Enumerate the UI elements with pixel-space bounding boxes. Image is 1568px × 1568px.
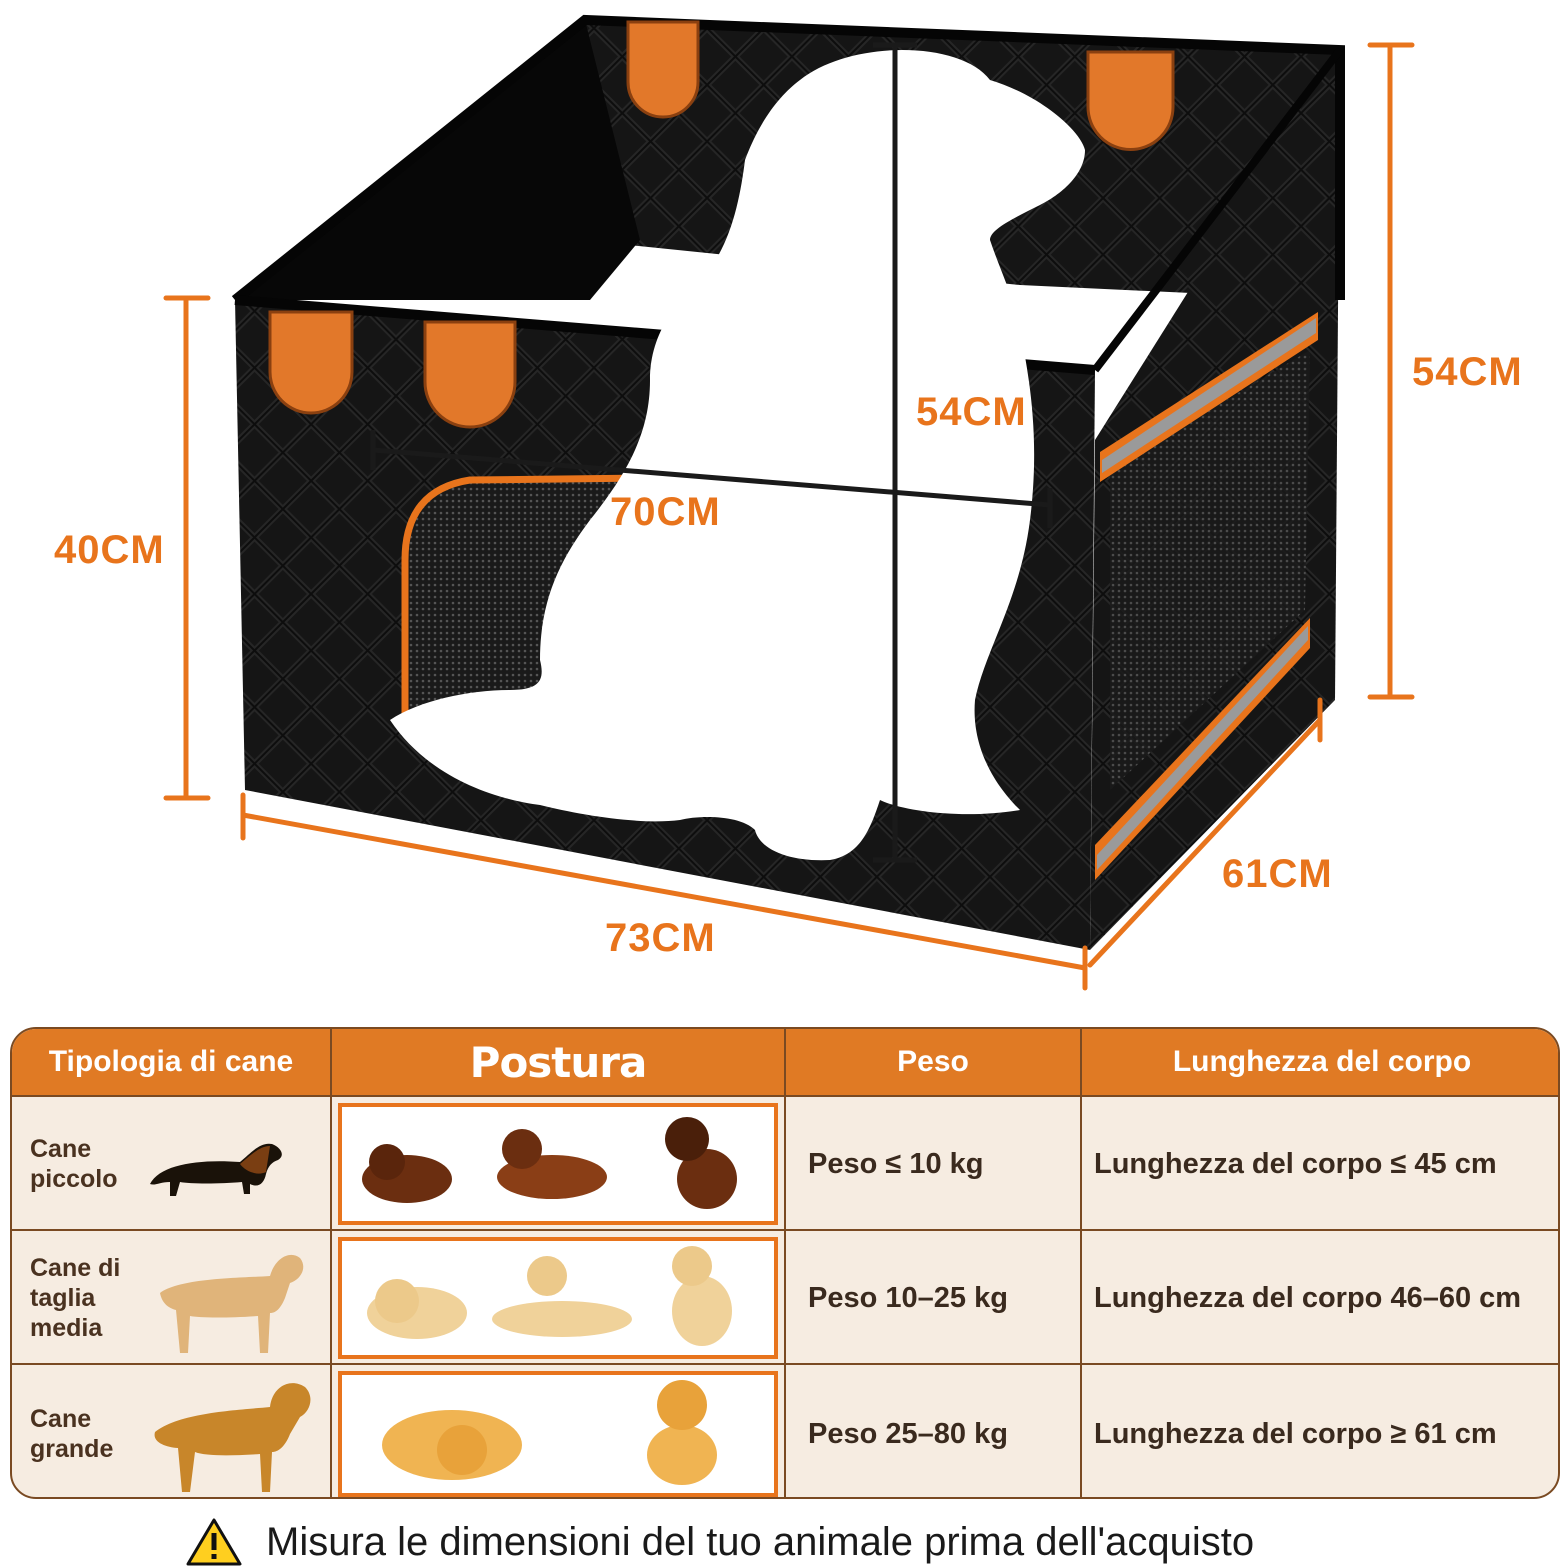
header-cell-posture: Postura	[332, 1029, 786, 1095]
product-illustration	[163, 14, 1415, 991]
posture-images-large	[338, 1371, 778, 1497]
header-cell-weight: Peso	[786, 1029, 1082, 1095]
warning-icon	[186, 1518, 242, 1566]
reflective-stripe-top-inner	[1102, 318, 1316, 473]
medium-dog-postures	[367, 1246, 732, 1346]
dim-depth: 61CM	[1222, 852, 1333, 896]
header-posture-label: Postura	[469, 1037, 648, 1087]
small-dog-postures	[362, 1117, 737, 1209]
header-weight-label: Peso	[897, 1045, 969, 1078]
length-value: Lunghezza del corpo ≤ 45 cm	[1094, 1147, 1497, 1180]
weight-value: Peso 25–80 kg	[808, 1417, 1008, 1450]
golden-retriever-image	[154, 1382, 311, 1492]
dachshund-image	[150, 1143, 282, 1196]
table-header: Tipologia di cane Postura Peso Lunghezza…	[12, 1029, 1558, 1095]
weight-value: Peso ≤ 10 kg	[808, 1147, 984, 1180]
dim-front-height: 40CM	[54, 528, 165, 572]
dog-silhouette	[390, 50, 1085, 861]
header-cell-type: Tipologia di cane	[12, 1029, 332, 1095]
dim-inner-width: 70CM	[610, 490, 721, 534]
type-cell: Cane grande	[12, 1365, 332, 1497]
posture-images-small	[338, 1103, 778, 1225]
weight-cell: Peso ≤ 10 kg	[786, 1097, 1082, 1231]
large-dog-postures	[382, 1380, 717, 1485]
posture-cell	[332, 1365, 786, 1497]
side-mesh-panel	[1110, 350, 1310, 790]
footer-text: Misura le dimensioni del tuo animale pri…	[266, 1519, 1255, 1564]
type-cell: Cane di taglia media	[12, 1231, 332, 1365]
posture-cell	[332, 1231, 786, 1365]
weight-cell: Peso 10–25 kg	[786, 1231, 1082, 1365]
posture-images-medium	[338, 1237, 778, 1359]
box-left-wall	[240, 20, 640, 300]
length-cell: Lunghezza del corpo ≥ 61 cm	[1082, 1365, 1558, 1497]
posture-cell	[332, 1097, 786, 1231]
type-label: Cane piccolo	[30, 1135, 118, 1193]
dimension-lines	[163, 42, 1415, 991]
length-cell: Lunghezza del corpo 46–60 cm	[1082, 1231, 1558, 1365]
header-length-label: Lunghezza del corpo	[1172, 1045, 1472, 1078]
footer-note: Misura le dimensioni del tuo animale pri…	[186, 1516, 1254, 1568]
table-row: Cane di taglia media Peso 10–25 kg Lungh…	[12, 1229, 1558, 1365]
header-cell-length: Lunghezza del corpo	[1082, 1029, 1558, 1095]
dim-back-height: 54CM	[1412, 350, 1523, 394]
labrador-image	[160, 1254, 304, 1353]
leather-tabs	[268, 20, 1175, 429]
dim-inner-height: 54CM	[916, 390, 1027, 434]
length-value: Lunghezza del corpo 46–60 cm	[1094, 1281, 1522, 1314]
table-row: Cane grande Peso 25–80 kg Lunghezza del …	[12, 1363, 1558, 1497]
type-cell: Cane piccolo	[12, 1097, 332, 1231]
table-row: Cane piccolo Peso ≤ 10 kg Lunghezza del …	[12, 1095, 1558, 1231]
size-table: Tipologia di cane Postura Peso Lunghezza…	[10, 1027, 1560, 1499]
inner-dimension-lines	[370, 42, 1053, 863]
length-cell: Lunghezza del corpo ≤ 45 cm	[1082, 1097, 1558, 1231]
weight-cell: Peso 25–80 kg	[786, 1365, 1082, 1497]
type-label: Cane grande	[30, 1405, 114, 1463]
dim-front-width: 73CM	[605, 916, 716, 960]
header-type-label: Tipologia di cane	[48, 1045, 294, 1078]
reflective-stripe-bottom-inner	[1097, 626, 1308, 870]
weight-value: Peso 10–25 kg	[808, 1281, 1008, 1314]
length-value: Lunghezza del corpo ≥ 61 cm	[1094, 1417, 1497, 1450]
type-label: Cane di taglia media	[30, 1254, 121, 1342]
